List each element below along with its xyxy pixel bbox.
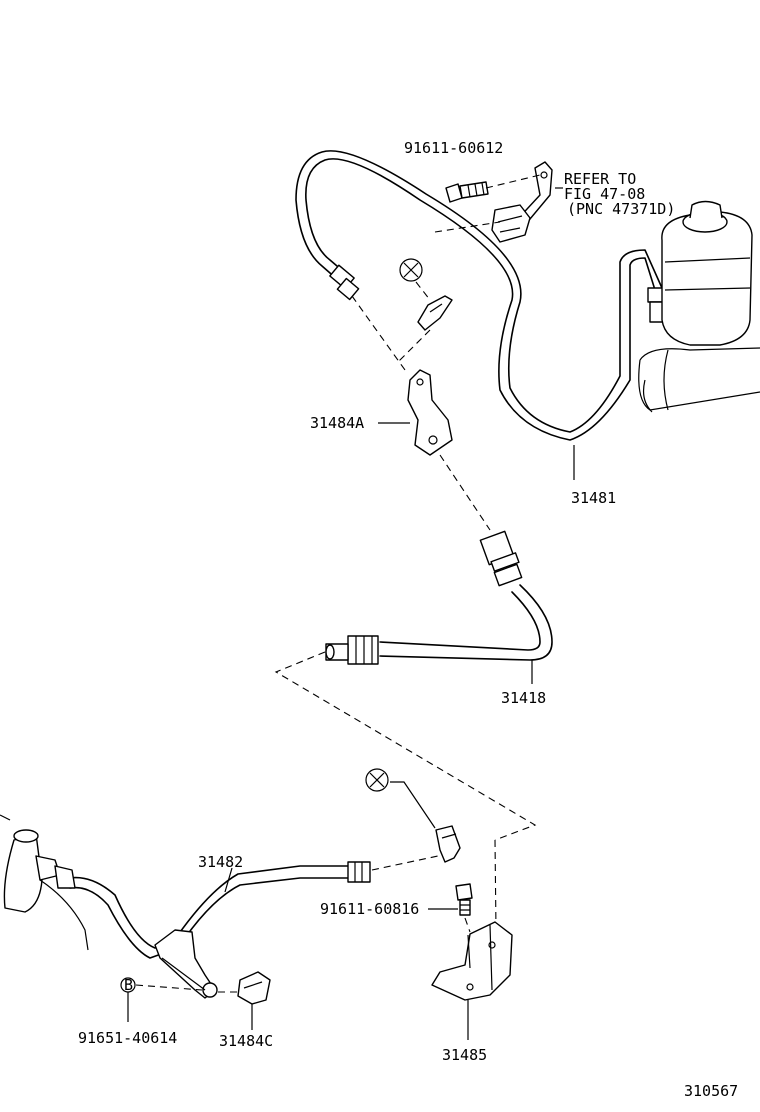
hose-31418: [325, 530, 553, 665]
label-refer-to: REFER TO: [564, 170, 636, 188]
label-31484C: 31484C: [219, 1032, 273, 1050]
pipe-31481: [295, 150, 663, 441]
label-bolt-91651-40614: 91651-40614: [78, 1029, 177, 1047]
clamp-bracket-top: [491, 161, 553, 243]
label-31484A: 31484A: [310, 414, 364, 432]
bracket-lower-pipe: [154, 929, 218, 999]
b-symbol: B: [120, 976, 136, 994]
label-31418: 31418: [501, 689, 546, 707]
x-mark-symbol: [399, 258, 423, 282]
label-31482: 31482: [198, 853, 243, 871]
bolt-91611-60612: [445, 181, 489, 203]
label-pnc: (PNC 47371D): [567, 200, 675, 218]
flare-nut-upper-left: [329, 264, 360, 301]
bolt-91611-60816: [455, 883, 473, 916]
x-mark-symbol-lower: [365, 768, 389, 792]
label-bolt-91611-60612: 91611-60612: [404, 139, 503, 157]
pipe-31482: [69, 861, 371, 959]
clip-lower: [435, 825, 461, 863]
master-cylinder: [638, 200, 760, 413]
label-fig-47-08: FIG 47-08: [564, 185, 645, 203]
svg-text:B: B: [124, 976, 133, 994]
label-31485: 31485: [442, 1046, 487, 1064]
clip-upper: [417, 295, 453, 331]
wheel-cylinder: [0, 814, 89, 951]
label-bolt-91611-60816: 91611-60816: [320, 900, 419, 918]
clip-31484C: [237, 971, 271, 1005]
label-31481: 31481: [571, 489, 616, 507]
figure-number: 310567: [684, 1082, 738, 1100]
bracket-31485: [431, 921, 513, 1001]
bracket-31484A: [407, 369, 453, 456]
